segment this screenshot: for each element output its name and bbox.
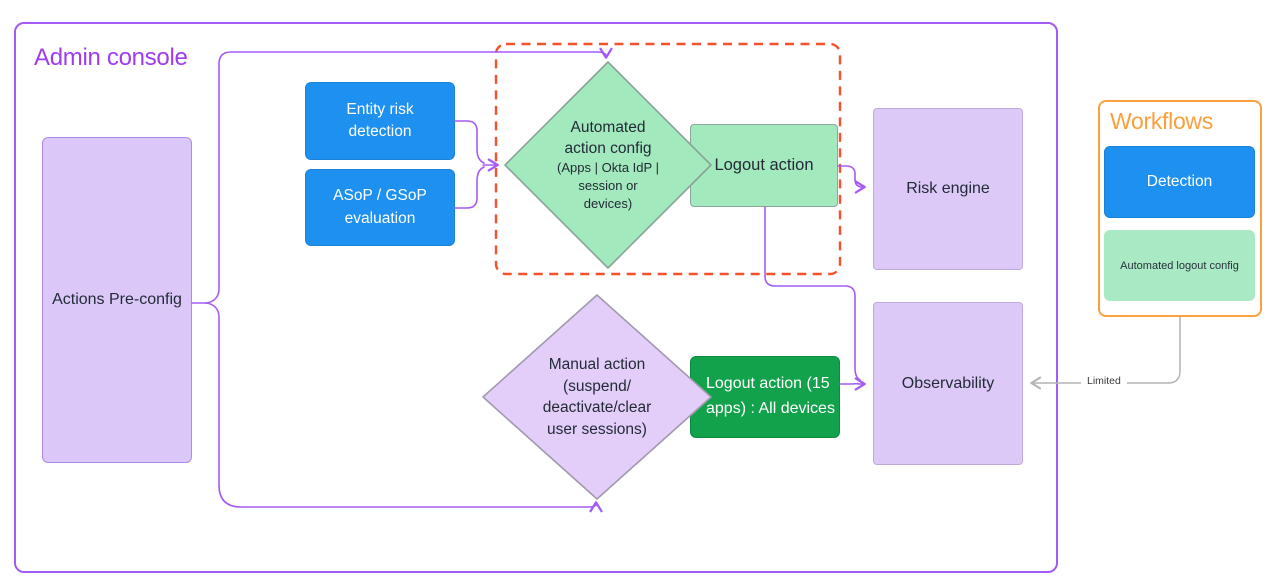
connector-logout-down bbox=[764, 206, 861, 381]
node-automated-logout-config[interactable]: Automated logout config bbox=[1104, 230, 1255, 301]
automated-action-diamond-label: Automated action config (Apps | Okta IdP… bbox=[523, 117, 693, 213]
node-logout-all-devices[interactable]: Logout action (15 apps) : All devices bbox=[690, 356, 840, 438]
node-detection[interactable]: Detection bbox=[1104, 146, 1255, 218]
admin-console-frame bbox=[14, 22, 1058, 573]
automated-action-main-label: Automated action config bbox=[564, 119, 652, 157]
node-entity-risk-detection[interactable]: Entity risk detection bbox=[305, 82, 455, 160]
connector-preconfig-to-manual bbox=[205, 302, 603, 513]
node-asop-gsop-evaluation[interactable]: ASoP / GSoP evaluation bbox=[305, 169, 455, 246]
automated-action-sub-label: (Apps | Okta IdP | session or devices) bbox=[557, 160, 659, 211]
connector-asop-out bbox=[454, 166, 485, 209]
connector-preconfig-to-automated bbox=[205, 47, 613, 304]
limited-label: Limited bbox=[1081, 375, 1127, 387]
workflows-title: Workflows bbox=[1110, 108, 1213, 134]
connector-entity-risk-out bbox=[454, 120, 485, 164]
node-observability[interactable]: Observability bbox=[873, 302, 1023, 465]
connector-logout-all-devices-out bbox=[839, 382, 859, 385]
node-risk-engine[interactable]: Risk engine bbox=[873, 108, 1023, 270]
connector-workflows-to-observability bbox=[1030, 316, 1181, 390]
connector-logout-to-risk-engine bbox=[837, 165, 866, 194]
node-manual-action-diamond[interactable] bbox=[482, 294, 712, 500]
node-actions-preconfig[interactable]: Actions Pre-config bbox=[42, 137, 192, 463]
node-automated-action-diamond[interactable] bbox=[504, 61, 712, 269]
admin-console-title: Admin console bbox=[34, 44, 188, 71]
manual-action-diamond-label: Manual action (suspend/ deactivate/clear… bbox=[542, 356, 652, 438]
